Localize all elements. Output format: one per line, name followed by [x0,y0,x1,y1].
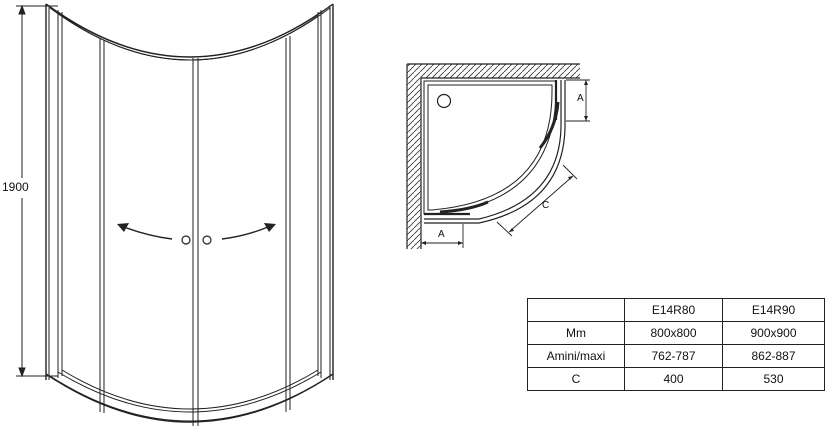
height-dimension [16,4,58,378]
left-handle [181,235,191,245]
shower-enclosure-elevation [45,3,334,426]
table-cell: 762-787 [624,344,723,368]
table-row: Amini/maxi 762-787 862-887 [527,344,825,368]
header-cell-model-2: E14R90 [722,298,825,322]
table-cell: 530 [722,367,825,391]
plan-view [406,63,590,249]
left-opening-arrow [123,226,173,240]
dimension-a-bottom-label: A [438,229,445,240]
table-cell: 400 [624,367,723,391]
dimension-c-label: C [542,200,550,211]
table-row: C 400 530 [527,367,825,391]
table-header-row: E14R80 E14R90 [527,298,825,322]
door-handles [181,235,212,245]
drain [436,93,452,109]
row-label: C [527,367,625,391]
table-row: Mm 800x800 900x900 [527,321,825,345]
row-label: Amini/maxi [527,344,625,368]
sliding-doors [439,101,560,214]
right-opening-arrow [221,226,269,240]
right-handle [202,235,212,245]
height-dimension-label: 1900 [2,180,29,194]
header-cell-model-1: E14R80 [624,298,723,322]
table-cell: 800x800 [624,321,723,345]
door-opening-arrows [117,223,276,240]
table-cell: 862-887 [722,344,825,368]
table-cell: 900x900 [722,321,825,345]
header-cell-empty [527,298,625,322]
row-label: Mm [527,321,625,345]
wall-hatch [407,64,580,249]
spec-table: E14R80 E14R90 Mm 800x800 900x900 Amini/m… [527,298,825,391]
dimension-a-right-label: A [577,93,584,104]
